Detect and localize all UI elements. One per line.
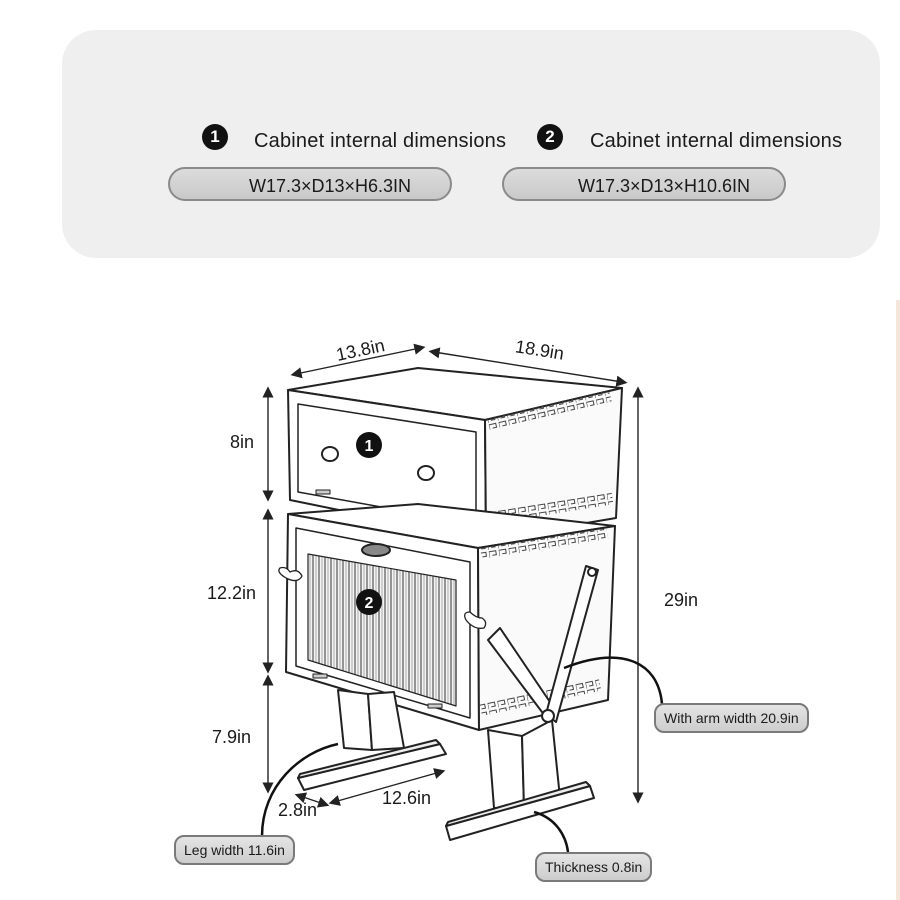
spec-1-title: Cabinet internal dimensions — [254, 130, 507, 152]
leg-width-callout: Leg width 11.6in — [174, 835, 295, 865]
middle-cabinet-box — [278, 503, 616, 731]
thickness-callout: Thickness 0.8in — [535, 852, 653, 882]
spec-2-title: Cabinet internal dimensions — [590, 130, 843, 152]
spec-panel — [62, 30, 880, 258]
drawer-2-number: 2 — [365, 595, 374, 612]
drawer-1-number: 1 — [365, 438, 374, 455]
spec-1-value: W17.3×D13×H6.3IN — [168, 167, 452, 201]
spec-2-number: 2 — [537, 124, 563, 150]
drawer-numbers: 1 2 — [356, 432, 382, 615]
arm-width-callout: With arm width 20.9in — [654, 703, 809, 733]
middle-height-dimension: 12.2in — [207, 583, 257, 603]
top-height-dimension: 8in — [230, 432, 255, 452]
top-drawer-box — [287, 367, 623, 541]
drawer-1-badge — [356, 432, 382, 458]
legs-and-arm — [297, 565, 599, 841]
drawer-2-badge — [356, 589, 382, 615]
foot-length-dimension: 12.6in — [382, 788, 432, 808]
spec-2-value: W17.3×D13×H10.6IN — [502, 167, 786, 201]
leg-height-dimension: 7.9in — [212, 727, 252, 747]
right-edge-strip — [896, 300, 900, 900]
dimension-lines — [260, 343, 664, 853]
total-height-dimension: 29in — [664, 590, 699, 610]
foot-width-dimension: 2.8in — [278, 800, 318, 820]
spec-1-number: 1 — [202, 124, 228, 150]
